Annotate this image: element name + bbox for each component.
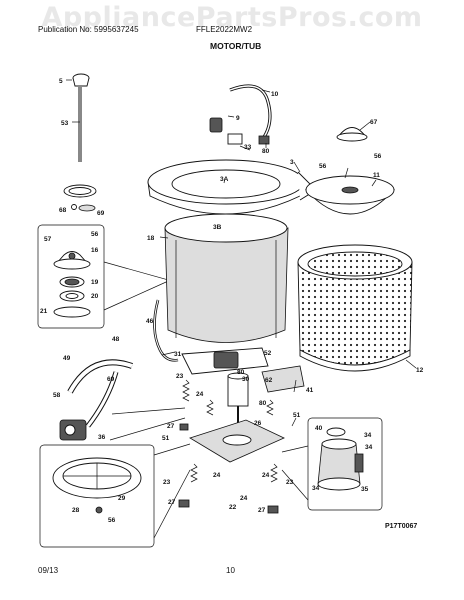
callout-label: 28 — [72, 507, 80, 514]
callout-label: 27 — [167, 423, 175, 430]
page-number: 10 — [226, 566, 235, 575]
callout-label: 18 — [147, 235, 155, 242]
callout-label: 31 — [174, 351, 182, 358]
publication-number: Publication No: 5995637245 — [38, 25, 139, 34]
tub-ring — [147, 159, 317, 215]
callout-label: 23 — [286, 479, 294, 486]
callout-label: 52 — [264, 350, 272, 357]
callout-label: 30 — [242, 376, 250, 383]
callout-label: 46 — [146, 318, 154, 325]
callout-label: 3 — [290, 159, 294, 166]
inset-motor-box — [307, 417, 383, 511]
callout-label: 49 — [63, 355, 71, 362]
tub-drain-hose — [153, 299, 179, 362]
callout-label: 40 — [315, 425, 323, 432]
inset-pan-box — [39, 444, 155, 548]
callout-label: 11 — [373, 172, 380, 179]
figure-id: P17T0067 — [385, 523, 418, 530]
callout-label: 27 — [258, 507, 266, 514]
callout-label: 56 — [319, 163, 327, 170]
callout-label: 12 — [416, 367, 424, 374]
outer-tub — [164, 213, 289, 343]
callout-label: 34 — [364, 432, 372, 439]
callout-leaders — [66, 79, 417, 427]
callout-label: 36 — [98, 434, 106, 441]
callout-label: 9 — [236, 115, 240, 122]
callout-label: 34 — [365, 444, 373, 451]
callout-label: 24 — [196, 391, 204, 398]
pressure-hose — [229, 84, 272, 141]
footer-date: 09/13 — [38, 566, 59, 575]
seal-rings — [53, 276, 91, 318]
callout-label: 20 — [91, 293, 99, 300]
callout-label: 23 — [176, 373, 184, 380]
callout-label: 57 — [44, 236, 52, 243]
impeller — [304, 175, 396, 215]
callout-label: 62 — [265, 377, 273, 384]
callout-label: 56 — [91, 231, 99, 238]
hose-clip — [71, 204, 96, 212]
callout-label: 80 — [237, 369, 245, 376]
callout-label: 3A — [220, 176, 229, 183]
callout-label: 69 — [97, 210, 105, 217]
model-number: FFLE2022MW2 — [196, 25, 253, 34]
callout-label: 51 — [293, 412, 301, 419]
callout-label: 23 — [163, 479, 171, 486]
callout-label: 48 — [112, 336, 120, 343]
callout-label: 34 — [312, 485, 320, 492]
drive-motor — [317, 427, 364, 491]
callout-label: 41 — [306, 387, 314, 394]
callout-label: 24 — [262, 472, 270, 479]
callout-label: 21 — [40, 308, 48, 315]
callout-label: 58 — [53, 392, 61, 399]
pan-screw — [95, 506, 103, 514]
drain-pump — [59, 419, 87, 441]
callout-label: 26 — [254, 420, 262, 427]
callout-label: 69 — [107, 376, 115, 383]
callout-label: 16 — [91, 247, 99, 254]
callout-label: 35 — [361, 486, 369, 493]
drain-hose — [67, 359, 133, 428]
drain-pan — [52, 457, 142, 499]
callout-label: 27 — [168, 499, 176, 506]
callout-label: 68 — [59, 207, 67, 214]
watermark: AppliancePartsPros.com — [41, 2, 423, 33]
callout-label: 80 — [262, 148, 270, 155]
suspension-feet — [178, 423, 279, 514]
callout-label: 51 — [162, 435, 170, 442]
callout-label: 22 — [229, 504, 237, 511]
springs — [182, 379, 278, 483]
callout-label: 80 — [259, 400, 267, 407]
callout-label: 24 — [240, 495, 248, 502]
hose-clamp — [63, 184, 97, 198]
callout-label: 24 — [213, 472, 221, 479]
drive-hub — [53, 251, 91, 270]
callout-label: 56 — [374, 153, 382, 160]
callout-label: 53 — [61, 120, 69, 127]
callout-label: 56 — [108, 517, 116, 524]
inset-drive-box — [37, 224, 105, 329]
mount-bracket — [181, 347, 269, 375]
callout-label: 10 — [271, 91, 279, 98]
callout-label: 5 — [59, 78, 63, 85]
dispenser-cap — [72, 73, 90, 87]
mount-plate — [189, 419, 285, 463]
cover-panel — [261, 365, 305, 393]
inner-basket — [297, 244, 413, 372]
pressure-switch — [209, 117, 270, 145]
callout-label: 29 — [118, 495, 126, 502]
callout-label: 67 — [370, 119, 378, 126]
section-title: MOTOR/TUB — [210, 41, 262, 51]
callout-label: 19 — [91, 279, 99, 286]
callout-label: 3B — [213, 224, 222, 231]
callout-label: 33 — [244, 144, 252, 151]
agitator-cap — [336, 127, 368, 142]
